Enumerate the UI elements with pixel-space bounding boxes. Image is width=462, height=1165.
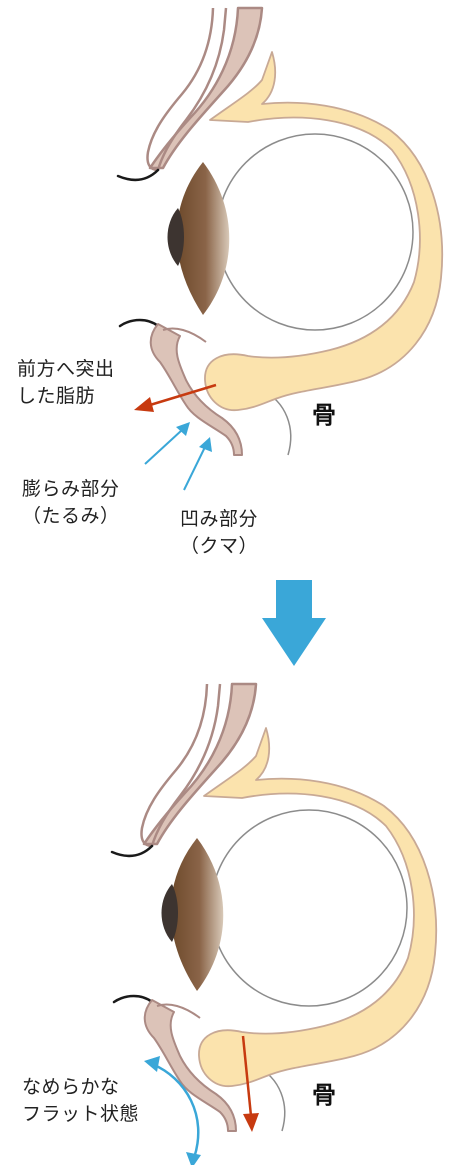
hollow-label-line-1: 凹み部分 bbox=[180, 508, 259, 530]
flat-label-line-2: フラット状態 bbox=[22, 1103, 140, 1125]
flat-label: なめらかな フラット状態 bbox=[22, 1074, 139, 1128]
flat-label-line-1: なめらかな bbox=[22, 1076, 120, 1098]
hollow-pointer bbox=[183, 446, 206, 491]
fat-arrow bbox=[134, 397, 154, 412]
fat-label-line-1: 前方へ突出 bbox=[17, 358, 115, 380]
bone-label-bottom: 骨 bbox=[312, 1081, 337, 1109]
bulge-label: 膨らみ部分 （たるみ） bbox=[22, 476, 120, 530]
hollow-label: 凹み部分 （クマ） bbox=[180, 506, 258, 560]
hollow-label-line-2: （クマ） bbox=[180, 535, 259, 557]
eye-cross-section-bottom bbox=[110, 682, 438, 1165]
settle-arrow bbox=[243, 1113, 259, 1132]
fat-label-line-2: した脂肪 bbox=[17, 385, 96, 407]
eye-cross-section-top bbox=[116, 6, 444, 491]
fat-label: 前方へ突出 した脂肪 bbox=[17, 356, 115, 410]
bone-label-top: 骨 bbox=[312, 401, 337, 429]
bulge-label-line-2: （たるみ） bbox=[22, 505, 120, 527]
down-arrow-icon bbox=[262, 580, 326, 666]
bulge-label-line-1: 膨らみ部分 bbox=[22, 478, 120, 500]
bulge-pointer bbox=[144, 429, 183, 465]
